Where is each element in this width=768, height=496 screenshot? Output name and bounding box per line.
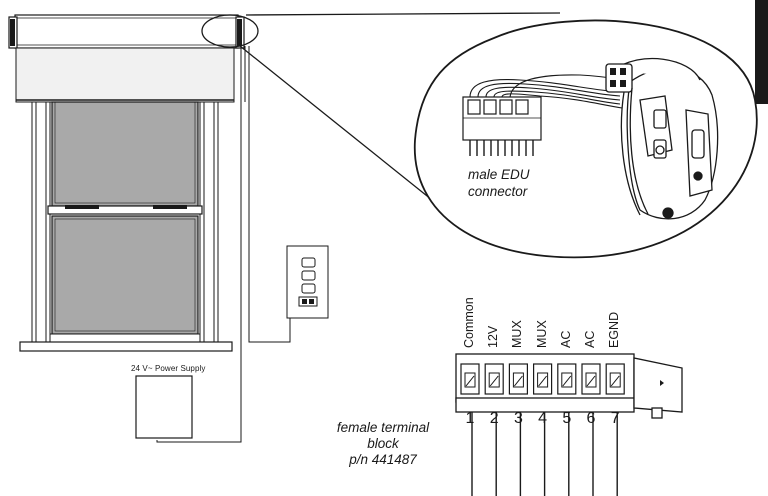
terminal-name-3: MUX: [510, 320, 525, 348]
terminal-cell-6: [581, 363, 601, 395]
terminal-screw-2: [488, 372, 500, 388]
page-edge-tab: [755, 0, 768, 104]
terminal-cell-7: [605, 363, 625, 395]
shade-fabric: [15, 47, 235, 103]
terminal-screw-slot-4: [538, 375, 547, 387]
terminal-screw-7: [609, 372, 621, 388]
shade-headbox: [8, 14, 245, 49]
terminal-screw-4: [537, 372, 549, 388]
terminal-name-1: Common: [462, 297, 476, 348]
wiring: [156, 46, 291, 443]
male-edu-connector: [462, 74, 626, 156]
male-connector-label-line-2: connector: [468, 184, 528, 199]
terminal-block-label: female terminal block p/n 441487: [330, 420, 436, 468]
terminal-number-6: 6: [586, 410, 596, 427]
terminal-screw-slot-2: [489, 375, 499, 387]
window-frame: [19, 101, 233, 352]
terminal-name-2: 12V: [486, 325, 501, 348]
motor-drive-unit: [605, 57, 719, 220]
terminal-cell-4: [532, 363, 553, 395]
terminal-name-7: EGND: [607, 311, 622, 348]
terminal-screw-1: [464, 372, 476, 388]
terminal-block-label-line-1: female terminal: [336, 420, 430, 435]
terminal-cell-5: [557, 363, 577, 395]
terminal-screw-slot-6: [586, 375, 596, 387]
male-connector-label: male EDU connector: [468, 166, 530, 200]
terminal-cell-2: [484, 363, 504, 395]
terminal-number-4: 4: [538, 410, 548, 427]
male-connector-label-line-1: male EDU: [468, 167, 530, 182]
terminal-number-1: 1: [465, 410, 475, 427]
terminal-screw-slot-5: [562, 375, 572, 387]
terminal-wires: [471, 412, 618, 496]
terminal-number-3: 3: [513, 410, 523, 427]
terminal-cells: [460, 363, 625, 395]
wall-keypad: [286, 245, 329, 319]
terminal-block-label-line-3: p/n 441487: [349, 452, 417, 467]
terminal-cell-3: [508, 363, 528, 395]
terminal-name-4: MUX: [534, 320, 549, 348]
power-supply-box: [135, 375, 193, 439]
terminal-number-7: 7: [610, 410, 620, 427]
terminal-screw-3: [512, 372, 524, 388]
terminal-number-5: 5: [562, 410, 572, 427]
terminal-number-2: 2: [489, 410, 499, 427]
terminal-screw-slot-7: [610, 375, 620, 387]
terminal-name-5: AC: [558, 330, 573, 348]
terminal-cell-1: [460, 363, 480, 395]
terminal-name-6: AC: [583, 330, 597, 348]
terminal-screw-5: [561, 372, 573, 388]
terminal-screw-slot-1: [465, 375, 475, 387]
terminal-screw-slot-3: [514, 375, 523, 387]
power-supply-label: 24 V~ Power Supply: [131, 364, 206, 373]
terminal-block-label-line-2: block: [367, 436, 399, 451]
terminal-screw-6: [585, 372, 597, 388]
